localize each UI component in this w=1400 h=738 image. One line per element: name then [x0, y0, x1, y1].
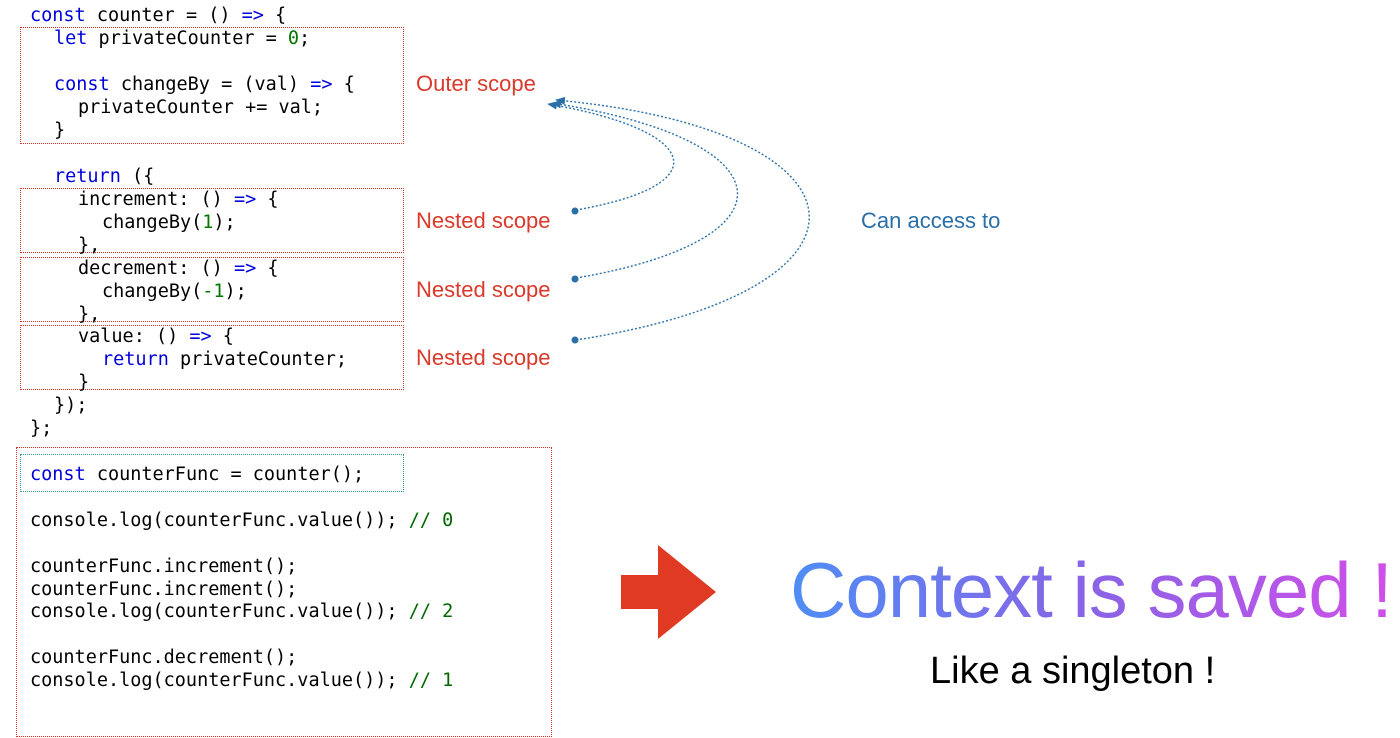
code-line: changeBy(-1); — [102, 281, 247, 302]
code-line: return privateCounter; — [102, 349, 348, 370]
subline: Like a singleton ! — [930, 650, 1216, 692]
code-line: }, — [78, 304, 101, 325]
code-line: }; — [30, 418, 53, 439]
usage-block-box — [16, 447, 552, 737]
access-dot-increment — [571, 207, 579, 215]
can-access-label: Can access to — [861, 208, 1001, 233]
code-line: } — [54, 120, 66, 141]
code-line: decrement: () => { — [78, 258, 279, 279]
code-line: counterFunc.decrement(); — [30, 647, 298, 668]
access-dot-decrement — [571, 275, 579, 283]
headline: Context is saved ! — [790, 543, 1393, 637]
code-line: return ({ — [54, 166, 155, 187]
code-line: changeBy(1); — [102, 212, 236, 233]
outer-scope-label: Outer scope — [416, 71, 536, 96]
code-line: console.log(counterFunc.value()); // 0 — [30, 510, 454, 531]
code-line: counterFunc.increment(); — [30, 556, 298, 577]
code-line: increment: () => { — [78, 189, 279, 210]
code-line: console.log(counterFunc.value()); // 2 — [30, 601, 454, 622]
right-arrow-icon — [621, 545, 716, 639]
nested-scope-box-value — [20, 325, 404, 390]
access-arrow-value — [555, 96, 810, 341]
nested-scope-box-decrement — [20, 257, 404, 322]
code-line: }, — [78, 235, 101, 256]
code-line: const counter = () => { — [30, 5, 287, 26]
nested-scope-box-increment — [20, 188, 404, 253]
nested-scope-label-increment: Nested scope — [416, 208, 551, 233]
code-line: privateCounter += val; — [78, 97, 324, 118]
counter-call-box — [20, 454, 404, 492]
nested-scope-label-decrement: Nested scope — [416, 277, 551, 302]
code-line: } — [78, 372, 90, 393]
nested-scope-label-value: Nested scope — [416, 345, 551, 370]
code-line: counterFunc.increment(); — [30, 579, 298, 600]
code-line: let privateCounter = 0; — [54, 28, 311, 49]
access-dot-value — [571, 336, 579, 344]
access-arrow-decrement — [551, 100, 738, 279]
code-line: const counterFunc = counter(); — [30, 464, 365, 485]
access-arrow-increment — [547, 101, 675, 211]
code-line: const changeBy = (val) => { — [54, 74, 355, 95]
code-line: }); — [54, 395, 88, 416]
outer-scope-box — [20, 27, 404, 144]
code-line: console.log(counterFunc.value()); // 1 — [30, 670, 454, 691]
code-line: value: () => { — [78, 326, 234, 347]
